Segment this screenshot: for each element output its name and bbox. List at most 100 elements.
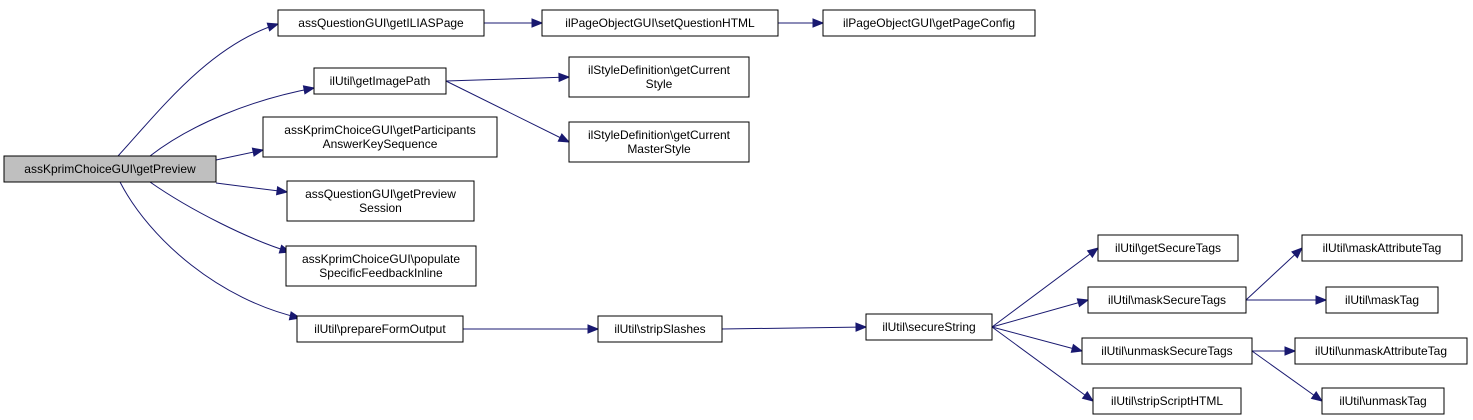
node-maskSecureTags[interactable]: ilUtil\maskSecureTags [1087, 286, 1247, 314]
node-populateFeedback[interactable]: assKprimChoiceGUI\populateSpecificFeedba… [285, 245, 477, 287]
node-box [1087, 286, 1247, 314]
node-stripSlashes[interactable]: ilUtil\stripSlashes [597, 315, 723, 343]
node-box [568, 56, 750, 98]
edge-secureString-to-maskSecureTags [991, 299, 1089, 328]
node-label: ilUtil\unmaskSecureTags [1101, 344, 1232, 358]
edge-root-to-getILIASPage [117, 23, 279, 157]
arrowhead-icon [855, 322, 868, 332]
arrowhead-icon [812, 18, 825, 28]
node-label: ilUtil\unmaskTag [1339, 394, 1426, 408]
arrowhead-icon [1315, 295, 1328, 305]
edge-root-to-getPreviewSession [215, 182, 288, 193]
arrowhead-icon [251, 147, 265, 157]
node-label: ilUtil\secureString [882, 320, 975, 334]
node-label: Style [646, 77, 673, 91]
edge-root-to-prepareFormOutput [119, 181, 301, 319]
node-box [296, 315, 464, 343]
node-getImagePath[interactable]: ilUtil\getImagePath [313, 67, 447, 95]
node-box [277, 9, 485, 37]
node-label: ilUtil\stripSlashes [614, 322, 705, 336]
node-maskAttributeTag[interactable]: ilUtil\maskAttributeTag [1301, 234, 1463, 262]
node-box [313, 67, 447, 95]
node-label: assKprimChoiceGUI\populate [302, 252, 460, 266]
edge-getImagePath-to-getCurrentMasterStyle [445, 80, 570, 143]
arrowhead-icon [1086, 247, 1100, 259]
edge-root-to-populateFeedback [149, 181, 291, 253]
node-root[interactable]: assKprimChoiceGUI\getPreview [3, 155, 217, 183]
node-box [285, 245, 477, 287]
node-stripScriptHTML[interactable]: ilUtil\stripScriptHTML [1092, 387, 1242, 415]
node-box [3, 155, 217, 183]
node-unmaskTag[interactable]: ilUtil\unmaskTag [1321, 387, 1445, 415]
call-nodes: assKprimChoiceGUI\getPreview assQuestionG… [3, 9, 1468, 415]
node-label: assKprimChoiceGUI\getPreview [24, 162, 196, 176]
arrowhead-icon [275, 185, 289, 196]
edge-unmaskSecureTags-to-unmaskTag [1251, 350, 1323, 402]
node-getSecureTags[interactable]: ilUtil\getSecureTags [1097, 234, 1239, 262]
edge-getImagePath-to-getCurrentStyle [445, 76, 570, 82]
arrowhead-icon [1291, 247, 1303, 259]
arrowhead-icon [1070, 343, 1084, 353]
node-label: assKprimChoiceGUI\getParticipants [284, 123, 475, 137]
edge-maskSecureTags-to-maskAttributeTag [1245, 247, 1303, 301]
edge-root-to-getImagePath [149, 87, 315, 157]
node-label: assQuestionGUI\getPreview [305, 187, 456, 201]
node-label: ilPageObjectGUI\setQuestionHTML [565, 16, 755, 30]
node-label: ilUtil\maskSecureTags [1108, 293, 1226, 307]
node-box [568, 121, 750, 163]
node-label: AnswerKeySequence [323, 137, 438, 151]
node-label: Session [359, 201, 402, 215]
node-getParticipants[interactable]: assKprimChoiceGUI\getParticipantsAnswerK… [262, 116, 498, 158]
node-label: ilUtil\unmaskAttributeTag [1315, 344, 1447, 358]
node-label: ilUtil\getImagePath [330, 74, 431, 88]
node-label: ilStyleDefinition\getCurrent [588, 128, 731, 142]
node-box [1081, 337, 1253, 365]
node-box [822, 9, 1036, 37]
node-box [1321, 387, 1445, 415]
node-label: ilStyleDefinition\getCurrent [588, 63, 731, 77]
edge-secureString-to-unmaskSecureTags [991, 326, 1083, 352]
node-box [1092, 387, 1242, 415]
node-label: assQuestionGUI\getILIASPage [298, 16, 464, 30]
node-getPageConfig[interactable]: ilPageObjectGUI\getPageConfig [822, 9, 1036, 37]
arrowhead-icon [531, 18, 544, 28]
arrowhead-icon [1076, 298, 1090, 308]
arrowhead-icon [266, 22, 280, 32]
arrowhead-icon [1310, 391, 1324, 402]
edge-secureString-to-getSecureTags [991, 247, 1099, 328]
node-secureString[interactable]: ilUtil\secureString [865, 313, 993, 341]
node-label: ilUtil\maskTag [1345, 293, 1419, 307]
node-setQuestionHTML[interactable]: ilPageObjectGUI\setQuestionHTML [541, 9, 779, 37]
node-box [286, 180, 475, 222]
node-unmaskSecureTags[interactable]: ilUtil\unmaskSecureTags [1081, 337, 1253, 365]
node-label: ilPageObjectGUI\getPageConfig [843, 16, 1015, 30]
arrowhead-icon [1284, 346, 1297, 356]
node-label: ilUtil\maskAttributeTag [1323, 241, 1442, 255]
node-box [597, 315, 723, 343]
node-label: ilUtil\prepareFormOutput [314, 322, 446, 336]
node-getILIASPage[interactable]: assQuestionGUI\getILIASPage [277, 9, 485, 37]
arrowhead-icon [557, 133, 571, 143]
arrowhead-icon [558, 72, 571, 83]
node-box [865, 313, 993, 341]
call-edges [117, 18, 1328, 402]
node-prepareFormOutput[interactable]: ilUtil\prepareFormOutput [296, 315, 464, 343]
arrowhead-icon [587, 324, 600, 334]
node-label: SpecificFeedbackInline [319, 266, 443, 280]
arrowhead-icon [1081, 390, 1095, 402]
node-box [1325, 286, 1439, 314]
node-box [541, 9, 779, 37]
node-box [1294, 337, 1468, 365]
node-box [262, 116, 498, 158]
node-maskTag[interactable]: ilUtil\maskTag [1325, 286, 1439, 314]
node-label: ilUtil\getSecureTags [1115, 241, 1221, 255]
node-unmaskAttributeTag[interactable]: ilUtil\unmaskAttributeTag [1294, 337, 1468, 365]
edge-secureString-to-stripScriptHTML [991, 326, 1094, 402]
node-label: ilUtil\stripScriptHTML [1111, 394, 1223, 408]
node-label: MasterStyle [627, 142, 691, 156]
node-box [1301, 234, 1463, 262]
